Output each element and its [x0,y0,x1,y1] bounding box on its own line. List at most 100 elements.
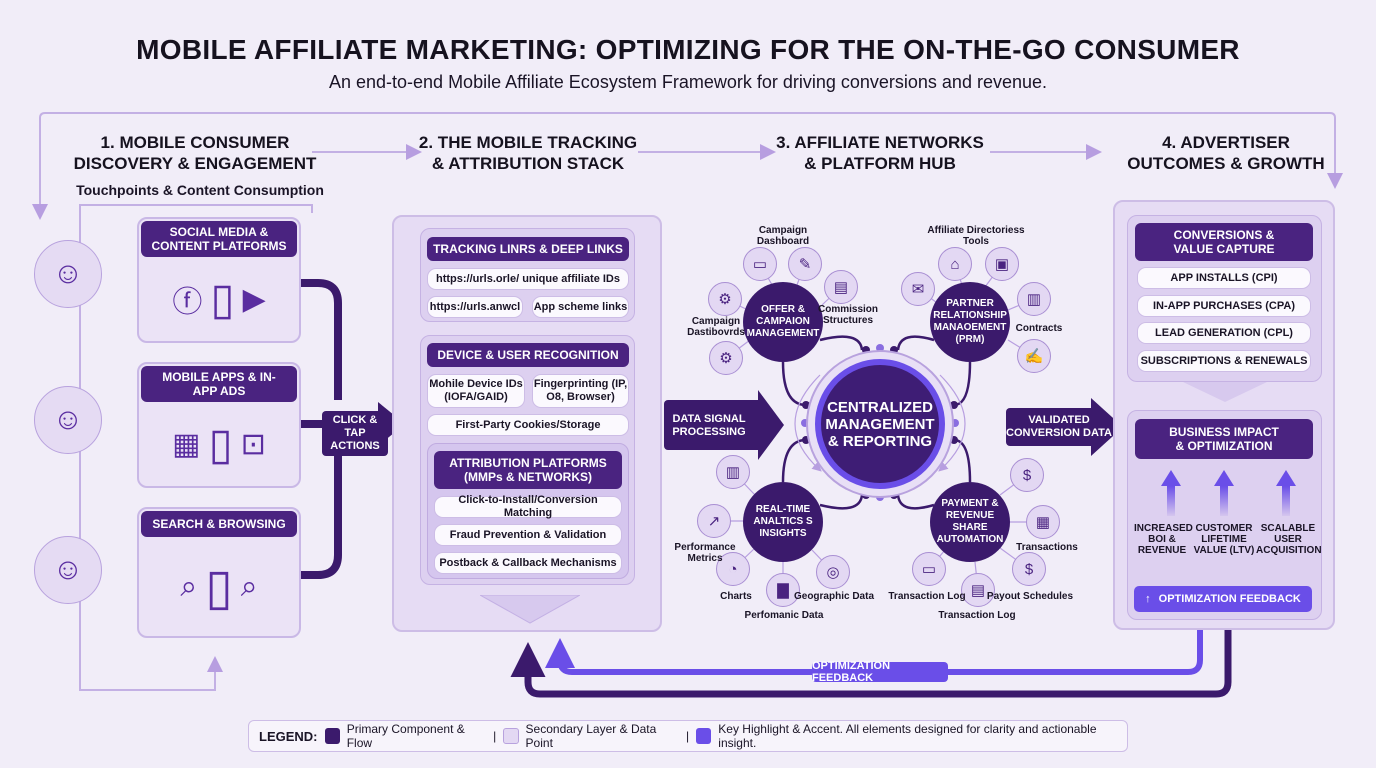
icon-label: Charts [720,591,752,602]
tracking-url-item[interactable]: https://urls.anwcl [427,296,523,318]
impact-metric: SCALABLE USER ACQUISITION [1256,523,1322,556]
legend-item: Primary Component & Flow [346,722,465,750]
section-header-outcomes: 4. ADVERTISER OUTCOMES & GROWTH [1106,132,1346,174]
legend-swatch-secondary [503,728,519,744]
up-arrow-icon [1276,470,1296,486]
validated-data-arrow [1006,408,1092,446]
fingerprinting-item: Fingerprinting (IP, O8, Browser) [532,374,629,408]
down-arrow-icon [480,595,580,624]
touchpoints-subtitle: Touchpoints & Content Consumption [76,182,324,198]
icon-label: Campaign Dashboard [756,225,810,247]
search-illustration: ⌕▯⌕ [180,559,258,615]
dashboard-icon: ▭ [743,247,777,281]
section-header-tracking: 2. THE MOBILE TRACKING& ATTRIBUTION STAC… [400,132,656,174]
payout-hand-icon: $ [1012,552,1046,586]
central-hub[interactable]: CENTRALIZED MANAGEMENT & REPORTING [815,359,945,489]
receipt-icon: ▤ [961,573,995,607]
icon-label: Performance Metrics [674,542,736,564]
icon-label: Affiliate Directoriess Tools [927,225,1025,247]
feedback-loop-label: OPTIMIZATION FEEDBACK [812,660,948,684]
icon-label: Commission Structures [817,304,878,326]
attribution-item: Click-to-Install/Conversion Matching [434,494,622,519]
app-scheme-item[interactable]: App scheme links [532,296,629,318]
growth-chart-icon: ▇ [766,573,800,607]
outer-loop-line [39,112,1343,215]
pie-chart-icon: ◔ [716,552,750,586]
conversion-item: SUBSCRIPTIONS & RENEWALS [1137,350,1311,372]
section-header-line: 3. AFFILIATE NETWORKS [776,133,984,152]
offer-campaign-node[interactable]: OFFER & CAMPAION MANAGEMENT [743,282,823,362]
section-header-line: OUTCOMES & GROWTH [1127,154,1325,173]
legend-separator: | [685,729,690,743]
legend-item: Key Highlight & Accent. All elements des… [718,722,1097,750]
payment-node[interactable]: PAYMENT & REVENUE SHARE AUTOMATION [930,482,1010,562]
analytics-node[interactable]: REAL-TIME ANALTICS S INSIGHTS [743,482,823,562]
attribution-title: ATTRIBUTION PLATFORMS (MMPs & NETWORKS) [434,451,622,489]
globe-search-icon: ◎ [816,555,850,589]
chat-icon: ▣ [985,247,1019,281]
up-arrow-icon [1161,470,1181,486]
calculator-icon: ▤ [824,270,858,304]
icon-label: Transactions [1016,542,1078,553]
conversion-item: IN-APP PURCHASES (CPA) [1137,295,1311,317]
up-arrow-shaft [1220,486,1228,516]
tracking-url-item[interactable]: https://urls.orle/ unique affiliate IDs [427,268,629,290]
impact-metric: INCREASED BOI & REVENUE [1134,523,1193,556]
optimization-feedback-label: OPTIMIZATION FEEDBACK [1158,593,1301,605]
tracking-links-title: TRACKING LINRS & DEEP LINKS [427,237,629,261]
person-phone-icon: ☺ [34,240,102,308]
org-chart-icon: ⌂ [938,247,972,281]
card-title: MOBILE APPS & IN-APP ADS [141,366,297,402]
section-header-line: & PLATFORM HUB [804,154,956,173]
tools-icon: ✎ [788,247,822,281]
legend-separator: | [493,729,497,743]
validated-arrowhead-icon [1091,398,1123,456]
conversion-item: APP INSTALLS (CPI) [1137,267,1311,289]
legend-swatch-primary [324,728,340,744]
transactions-icon: ▦ [1026,505,1060,539]
trend-icon: ↗ [697,504,731,538]
data-signal-label: DATA SIGNAL PROCESSING [672,413,746,438]
legend-item: Secondary Layer & Data Point [525,722,657,750]
click-tap-actions-label: CLICK & TAP ACTIONS [322,411,388,456]
card-title: SEARCH & BROWSING [141,511,297,537]
section-header-line: DISCOVERY & ENGAGEMENT [73,154,317,173]
section-header-line: 2. THE MOBILE TRACKING [418,133,638,152]
page-title: MOBILE AFFILIATE MARKETING: OPTIMIZING F… [136,34,1240,65]
up-arrow-icon: ↑ [1145,593,1151,605]
conversions-title: CONVERSIONS & VALUE CAPTURE [1135,223,1313,261]
impact-title: BUSINESS IMPACT & OPTIMIZATION [1135,419,1313,459]
attribution-item: Fraud Prevention & Validation [434,524,622,546]
section-header-line: 4. ADVERTISER [1162,133,1290,152]
settings-window-icon: ⚙ [709,341,743,375]
money-icon: ▭ [912,552,946,586]
icon-label: Campaign Dastibovrds [687,316,745,338]
legend: LEGEND: Primary Component & Flow | Secon… [248,720,1128,752]
social-phone-illustration: ⓕ▯▶ [172,274,266,324]
impact-metric: CUSTOMER LIFETIME VALUE (LTV) [1193,523,1255,556]
down-arrow-icon [1183,382,1267,402]
gear-icon: ⚙ [708,282,742,316]
up-arrow-shaft [1167,486,1175,516]
icon-label: Perfomanic Data [744,610,824,621]
in-app-ads-illustration: ▦▯⊡ [172,419,266,469]
card-title: SOCIAL MEDIA & CONTENT PLATFORMS [141,221,297,257]
section-header-line: 1. MOBILE CONSUMER [100,133,290,152]
icon-label: Transaction Log [888,591,966,602]
validated-data-label: VALIDATED CONVERSION DATA [1006,414,1112,439]
mail-icon: ✉ [901,272,935,306]
legend-label: LEGEND: [259,728,318,744]
person-search-icon: ☺ [34,536,102,604]
cookies-item: First-Party Cookies/Storage [427,414,629,436]
optimization-feedback-button[interactable]: ↑ OPTIMIZATION FEEDBACK [1134,586,1312,612]
icon-label: Contracts [1015,323,1063,334]
prm-node[interactable]: PARTNER RELATIONSHIP MANAOEMENT (PRM) [930,282,1010,362]
data-signal-arrowhead-icon [758,390,784,460]
person-tablet-icon: ☺ [34,386,102,454]
icon-label: Geographic Data [793,591,875,602]
mobile-apps-card: MOBILE APPS & IN-APP ADS ▦▯⊡ [137,362,301,488]
device-id-item: Mohile Device IDs (IOFA/GAID) [427,374,525,408]
section-header-consumer: 1. MOBILE CONSUMER DISCOVERY & ENGAGEMENT [70,132,320,174]
social-media-card: SOCIAL MEDIA & CONTENT PLATFORMS ⓕ▯▶ [137,217,301,343]
section-header-networks: 3. AFFILIATE NETWORKS & PLATFORM HUB [760,132,1000,174]
